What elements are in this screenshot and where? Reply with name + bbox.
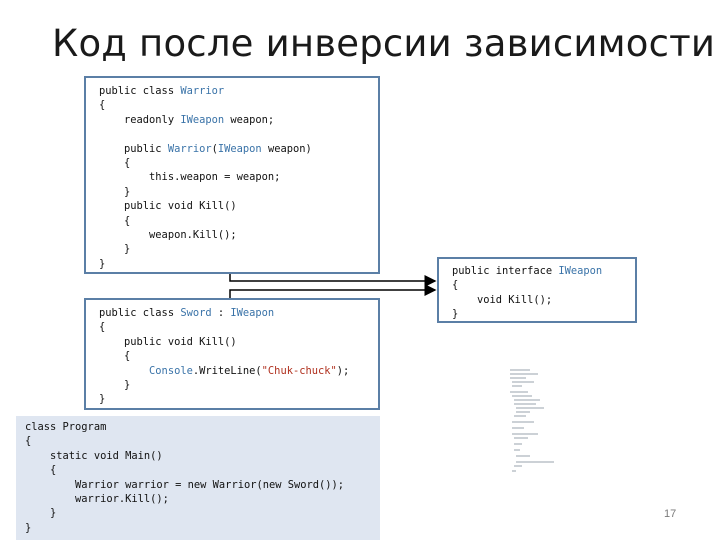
type-name: Warrior bbox=[167, 142, 212, 155]
code-line: weapon.Kill(); bbox=[99, 229, 237, 241]
code-token: public bbox=[99, 142, 168, 155]
code-line: } bbox=[99, 379, 130, 391]
code-token: { bbox=[99, 214, 131, 227]
code-token: public interface bbox=[452, 265, 559, 277]
slide-title: Код после инверсии зависимости bbox=[52, 22, 716, 65]
iweapon-interface-code: public interface IWeapon { void Kill(); … bbox=[452, 264, 602, 322]
type-name: IWeapon bbox=[558, 265, 603, 277]
code-line: readonly IWeapon weapon; bbox=[99, 114, 274, 126]
sword-class-box: public class Sword : IWeapon { public vo… bbox=[84, 298, 380, 410]
code-token: } bbox=[99, 243, 131, 256]
sword-class-code: public class Sword : IWeapon { public vo… bbox=[99, 306, 349, 407]
code-token: ); bbox=[336, 364, 350, 377]
code-token: weapon; bbox=[224, 113, 275, 126]
code-token: { bbox=[99, 157, 131, 170]
code-line: warrior.Kill(); bbox=[25, 493, 169, 505]
code-line: } bbox=[99, 393, 105, 405]
code-line: } bbox=[99, 186, 130, 198]
code-token: } bbox=[452, 308, 459, 321]
code-token: } bbox=[25, 521, 32, 534]
code-line: { bbox=[99, 215, 130, 227]
code-token: } bbox=[99, 185, 131, 198]
code-line: class Program bbox=[25, 421, 106, 433]
string-literal: "Chuk-chuck" bbox=[261, 364, 337, 377]
code-line: { bbox=[99, 157, 130, 169]
code-line: public interface IWeapon bbox=[452, 265, 602, 277]
code-line: public void Kill() bbox=[99, 336, 237, 348]
code-token: readonly bbox=[99, 113, 181, 126]
code-thumbnail-icon bbox=[510, 369, 554, 472]
type-name: Warrior bbox=[180, 85, 225, 97]
code-line: } bbox=[25, 522, 31, 534]
code-token: public class bbox=[99, 85, 181, 97]
type-name: Sword bbox=[180, 307, 212, 319]
code-line: { bbox=[25, 435, 31, 447]
type-name: IWeapon bbox=[180, 113, 225, 126]
code-line: } bbox=[99, 258, 105, 270]
sword-to-iweapon-arrow bbox=[229, 284, 437, 298]
code-token: } bbox=[99, 257, 106, 270]
code-line: } bbox=[99, 243, 130, 255]
page-number: 17 bbox=[664, 508, 677, 520]
code-line: { bbox=[99, 321, 105, 333]
code-token: public class bbox=[99, 307, 181, 319]
code-line: Warrior warrior = new Warrior(new Sword(… bbox=[25, 479, 344, 491]
code-line: { bbox=[452, 279, 458, 291]
code-line: public Warrior(IWeapon weapon) bbox=[99, 143, 312, 155]
code-token: { bbox=[452, 279, 459, 292]
code-line: public class Warrior bbox=[99, 85, 224, 97]
code-token: : bbox=[211, 307, 231, 319]
code-token: static void Main() bbox=[25, 449, 163, 462]
code-token: class Program bbox=[25, 421, 107, 433]
code-line: static void Main() bbox=[25, 450, 163, 462]
code-token: weapon.Kill(); bbox=[99, 229, 237, 242]
warrior-to-iweapon-arrow bbox=[229, 274, 437, 287]
code-token: public void Kill() bbox=[99, 335, 237, 348]
code-line: Console.WriteLine("Chuk-chuck"); bbox=[99, 365, 349, 377]
code-token: public void Kill() bbox=[99, 200, 237, 213]
code-token: this.weapon = weapon; bbox=[99, 171, 281, 184]
code-token: } bbox=[99, 379, 131, 392]
code-token: } bbox=[25, 507, 57, 520]
code-line: this.weapon = weapon; bbox=[99, 171, 280, 183]
code-token: { bbox=[25, 435, 32, 448]
type-name: Console bbox=[149, 364, 193, 377]
code-token: Warrior warrior = new Warrior(new Sword(… bbox=[25, 478, 345, 491]
iweapon-interface-box: public interface IWeapon { void Kill(); … bbox=[437, 257, 637, 323]
code-token: ( bbox=[211, 142, 218, 155]
warrior-class-code: public class Warrior { readonly IWeapon … bbox=[99, 84, 312, 271]
code-line: { bbox=[25, 464, 56, 476]
code-token: warrior.Kill(); bbox=[25, 493, 169, 506]
code-line: } bbox=[452, 308, 458, 320]
type-name: IWeapon bbox=[217, 142, 262, 155]
program-class-box: class Program { static void Main() { War… bbox=[16, 416, 380, 540]
code-token: .WriteLine( bbox=[192, 364, 262, 377]
code-token: { bbox=[99, 321, 106, 334]
code-token: { bbox=[99, 99, 106, 112]
program-class-code: class Program { static void Main() { War… bbox=[25, 420, 344, 535]
code-token: void Kill(); bbox=[452, 293, 553, 306]
code-line: public void Kill() bbox=[99, 200, 237, 212]
code-token: { bbox=[99, 350, 131, 363]
type-name: IWeapon bbox=[230, 307, 275, 319]
code-line: public class Sword : IWeapon bbox=[99, 307, 274, 319]
code-token: weapon) bbox=[261, 142, 312, 155]
code-line: void Kill(); bbox=[452, 294, 552, 306]
code-line: { bbox=[99, 350, 130, 362]
code-token: { bbox=[25, 464, 57, 477]
warrior-class-box: public class Warrior { readonly IWeapon … bbox=[84, 76, 380, 274]
code-line: } bbox=[25, 507, 56, 519]
code-token: } bbox=[99, 393, 106, 406]
code-line: { bbox=[99, 99, 105, 111]
